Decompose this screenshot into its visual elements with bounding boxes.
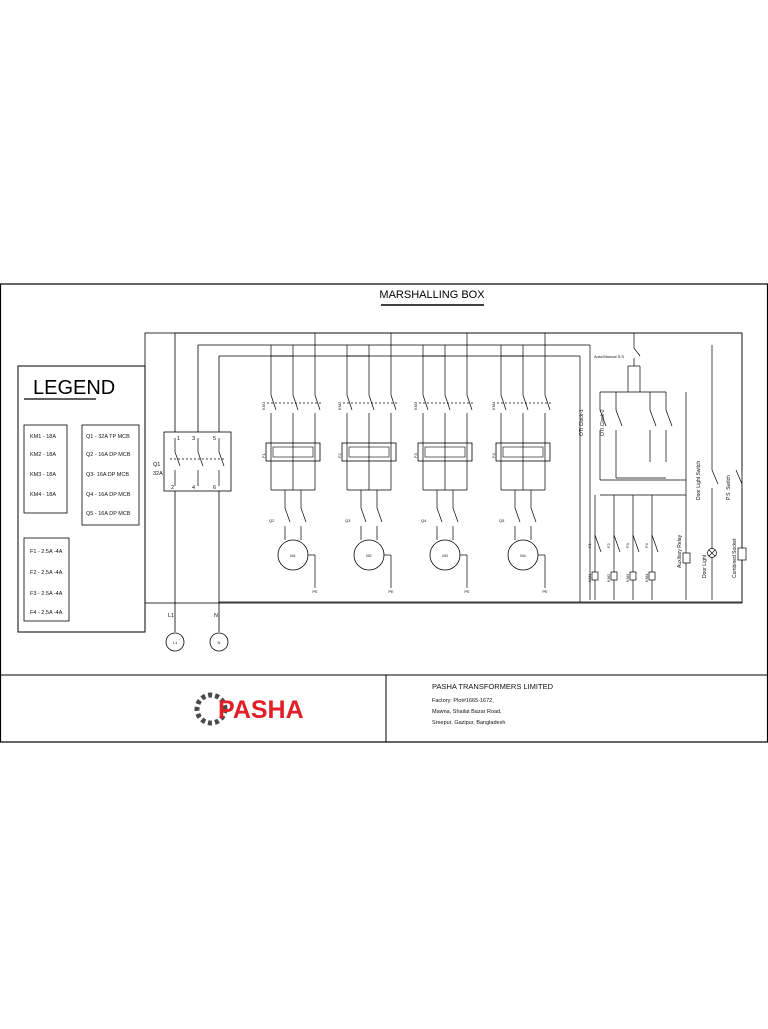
terminal-label: 6 bbox=[213, 485, 216, 491]
legend-contactor-box bbox=[23, 424, 68, 514]
control-section: Auto/Manual S.S OTI Clock-1 OTI Clock-2 … bbox=[579, 333, 747, 602]
overload-label: F3 bbox=[413, 453, 418, 458]
coil-label: KM2 bbox=[606, 573, 611, 582]
legend-overload: F4 - 2.5A -4A bbox=[30, 610, 63, 616]
breaker-rating: 32A bbox=[153, 471, 163, 477]
control-vertical-label: Door Light Switch bbox=[696, 461, 702, 500]
terminal-label: 2 bbox=[171, 485, 174, 491]
gear-icon bbox=[194, 692, 228, 726]
supply-terminals: L1 N L1 N bbox=[165, 613, 229, 652]
coil-symbol bbox=[591, 571, 599, 581]
line-symbol-text: L1 bbox=[173, 640, 178, 645]
socket-symbol bbox=[737, 547, 747, 561]
terminal-label: 1 bbox=[177, 436, 180, 442]
motor-label: M2 bbox=[366, 553, 372, 558]
coil-symbol bbox=[610, 571, 618, 581]
motor-label: M1 bbox=[290, 553, 296, 558]
legend-breaker: Q4 - 16A DP MCB bbox=[86, 492, 131, 498]
pe-label: PE bbox=[312, 589, 318, 594]
pe-label: PE bbox=[542, 589, 548, 594]
legend-breaker: Q1 - 32A TP MCB bbox=[86, 434, 130, 440]
drawing-title: MARSHALLING BOX bbox=[379, 289, 485, 301]
legend-breaker: Q3- 16A DP MCB bbox=[86, 472, 129, 478]
terminal-label: 4 bbox=[192, 485, 195, 491]
overload-contact-label: F2 bbox=[606, 543, 611, 548]
contactor-label: KM2 bbox=[337, 401, 342, 410]
overload-contact-label: F1 bbox=[587, 543, 592, 548]
control-vertical-label: Door Light bbox=[702, 554, 708, 578]
motor-label: M4 bbox=[520, 553, 526, 558]
legend-overload: F2 - 2.5A -4A bbox=[30, 570, 63, 576]
legend-contactor: KM3 - 18A bbox=[30, 472, 56, 478]
legend-contactor: KM1 - 18A bbox=[30, 434, 56, 440]
pe-label: PE bbox=[388, 589, 394, 594]
company-address-line: Sreepur, Gazipur, Bangladesh bbox=[432, 720, 505, 726]
company-logo: PASHA bbox=[194, 692, 304, 726]
legend: LEGEND KM1 - 18A KM2 - 18A KM3 - 18A KM4… bbox=[17, 365, 146, 633]
legend-overload: F3 - 2.5A -4A bbox=[30, 591, 63, 597]
pe-label: PE bbox=[464, 589, 470, 594]
supply-rails bbox=[174, 332, 742, 632]
coil-label: KM4 bbox=[644, 573, 649, 582]
overload-contact-label: F3 bbox=[625, 543, 630, 548]
control-vertical-label: Combined Socket bbox=[732, 538, 738, 578]
coil-label: KM3 bbox=[625, 573, 630, 582]
terminal-label: 5 bbox=[213, 436, 216, 442]
legend-heading: LEGEND bbox=[33, 377, 115, 399]
coil-symbol bbox=[648, 571, 656, 581]
breaker-label: Q4 bbox=[421, 518, 427, 523]
neutral-symbol-text: N bbox=[218, 640, 221, 645]
coil-label: KM1 bbox=[587, 573, 592, 582]
overload-label: F2 bbox=[337, 453, 342, 458]
control-vertical-label: Auxiliary Relay bbox=[677, 534, 683, 568]
company-info: PASHA TRANSFORMERS LIMITED Factory: Plot… bbox=[432, 682, 554, 726]
contactor-label: KM1 bbox=[261, 401, 266, 410]
legend-contactor: KM4 - 18A bbox=[30, 492, 56, 498]
motor-label: M3 bbox=[442, 553, 448, 558]
legend-overload: F1 - 2.5A -4A bbox=[30, 549, 63, 555]
motor-circuits: KM1F1Q2M1PEKM2F2Q3M2PEKM3F3Q4M3PEKM4F4Q5… bbox=[261, 333, 551, 594]
company-address-line: Mawna, Shailat Bazar Road, bbox=[432, 709, 502, 715]
control-vertical-label: P.S. Switch bbox=[726, 475, 732, 500]
legend-contactor: KM2 - 18A bbox=[30, 452, 56, 458]
line-terminal-symbol bbox=[165, 632, 185, 652]
neutral-terminal-symbol bbox=[209, 632, 229, 652]
legend-breaker: Q5 - 16A DP MCB bbox=[86, 511, 131, 517]
legend-breaker: Q2 - 16A DP MCB bbox=[86, 452, 131, 458]
otc-contact-label: OTI Clock-1 bbox=[579, 409, 585, 436]
contactor-label: KM3 bbox=[413, 401, 418, 410]
contactor-label: KM4 bbox=[491, 401, 496, 410]
schematic-frame bbox=[144, 332, 743, 604]
neutral-label: N bbox=[214, 613, 218, 619]
main-breaker-q1: 1 3 5 2 4 6 Q1 32A bbox=[153, 431, 232, 492]
breaker-label: Q3 bbox=[345, 518, 351, 523]
breaker-label: Q1 bbox=[153, 462, 160, 468]
otc-contact-label: OTI Clock-2 bbox=[600, 409, 606, 436]
line-label: L1 bbox=[168, 613, 174, 619]
company-name: PASHA TRANSFORMERS LIMITED bbox=[432, 682, 554, 691]
overload-label: F1 bbox=[261, 453, 266, 458]
logo-text: PASHA bbox=[218, 696, 304, 724]
overload-contact-label: F4 bbox=[644, 543, 649, 548]
breaker-label: Q2 bbox=[269, 518, 275, 523]
auto-manual-label: Auto/Manual S.S bbox=[594, 354, 624, 359]
aux-relay-coil bbox=[682, 552, 691, 564]
legend-overload-box bbox=[23, 537, 70, 622]
breaker-label: Q5 bbox=[499, 518, 505, 523]
legend-breaker-box bbox=[81, 424, 140, 526]
terminal-label: 3 bbox=[192, 436, 195, 442]
coil-symbol bbox=[629, 571, 637, 581]
company-address-line: Factory: Plot#1665-1672, bbox=[432, 698, 494, 704]
overload-label: F4 bbox=[491, 453, 496, 458]
